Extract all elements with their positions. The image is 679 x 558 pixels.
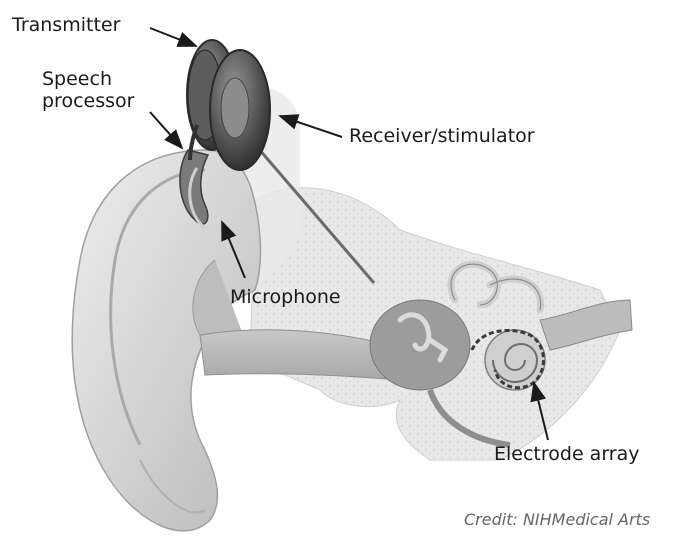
label-speech-processor-line2: processor xyxy=(42,90,134,112)
label-speech-processor-line1: Speech xyxy=(42,68,134,90)
middle-ear-cavity xyxy=(370,300,470,390)
label-speech-processor: Speech processor xyxy=(42,68,134,112)
label-transmitter: Transmitter xyxy=(12,14,120,36)
receiver-center xyxy=(221,78,249,138)
image-credit: Credit: NIHMedical Arts xyxy=(464,510,650,529)
label-receiver-stimulator: Receiver/stimulator xyxy=(349,125,535,147)
label-electrode-array: Electrode array xyxy=(494,443,640,465)
transmitter-arrow xyxy=(150,28,196,46)
speech-processor-arrow xyxy=(150,112,182,148)
label-microphone: Microphone xyxy=(230,286,341,308)
